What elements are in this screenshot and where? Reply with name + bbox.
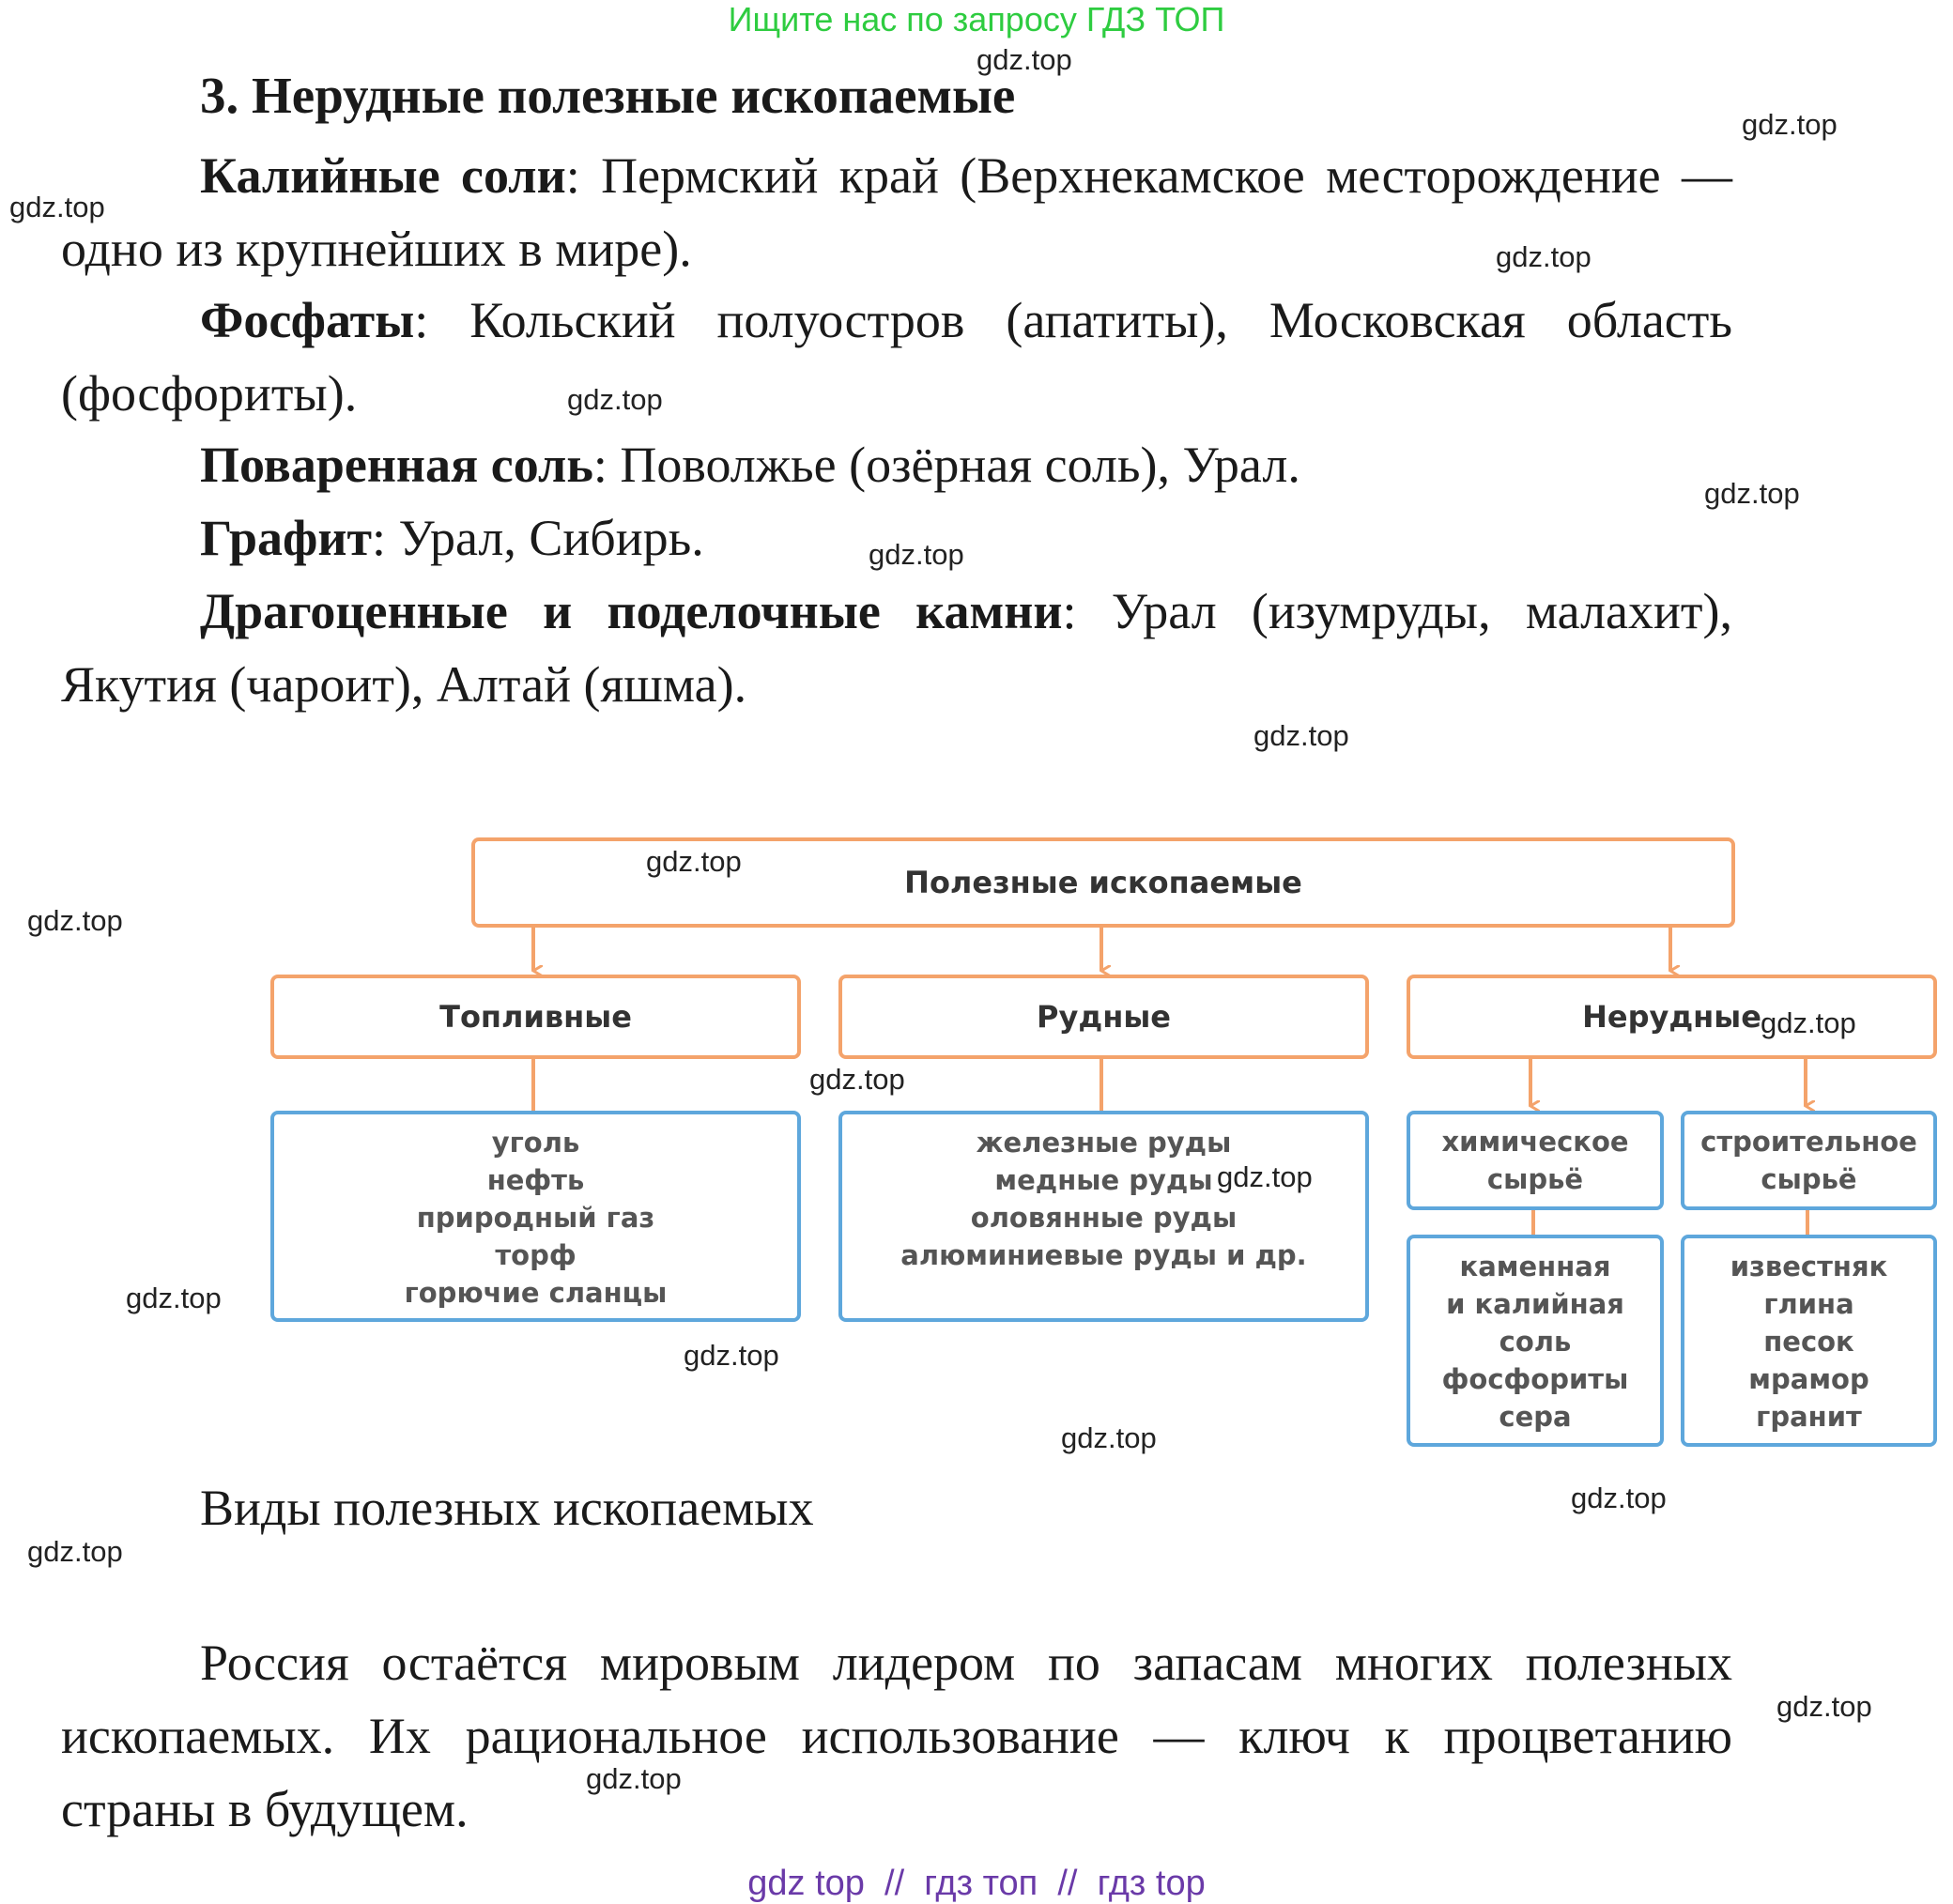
- construction-raw-box: строительное сырьё: [1681, 1111, 1937, 1210]
- paragraph-gems: Драгоценные и поделочные камни: Урал (из…: [61, 575, 1732, 721]
- construction-item: песок: [1763, 1326, 1854, 1358]
- term-salt: Поваренная соль: [200, 437, 593, 493]
- ore-item: алюминиевые руды и др.: [900, 1239, 1307, 1271]
- construction-item: известняк: [1730, 1251, 1888, 1282]
- watermark: gdz.top: [586, 1762, 682, 1795]
- ore-item: оловянные руды: [970, 1202, 1238, 1234]
- watermark: gdz.top: [567, 383, 663, 416]
- conclusion-paragraph: Россия остаётся мировым лидером по запас…: [61, 1626, 1732, 1846]
- category-ore-box: Рудные: [838, 975, 1369, 1059]
- top-banner[interactable]: Ищите нас по запросу ГДЗ ТОП: [728, 0, 1225, 38]
- paragraph-salt: Поваренная соль: Поволжье (озёрная соль)…: [61, 428, 1732, 501]
- watermark: gdz.top: [1742, 108, 1838, 141]
- category-nonmetal-box: Нерудные: [1407, 975, 1937, 1059]
- fuel-item: природный газ: [416, 1202, 655, 1234]
- chemical-items-box: каменная и калийная соль фосфориты сера: [1407, 1235, 1664, 1447]
- watermark: gdz.top: [1217, 1160, 1313, 1193]
- category-nonmetal-label: Нерудные: [1582, 999, 1761, 1035]
- fuel-item: нефть: [486, 1164, 585, 1196]
- paragraph-potash: Калийные соли: Пермский край (Верхнекамс…: [61, 139, 1732, 285]
- chemical-item: фосфориты: [1441, 1363, 1629, 1395]
- chemical-item: и калийная соль: [1446, 1288, 1624, 1358]
- watermark: gdz.top: [27, 904, 123, 937]
- chemical-raw-label: химическое сырьё: [1441, 1126, 1629, 1195]
- watermark: gdz.top: [27, 1535, 123, 1568]
- construction-item: гранит: [1756, 1401, 1862, 1433]
- ore-item: медные руды: [994, 1164, 1213, 1196]
- diagram-caption: Виды полезных ископаемых: [200, 1480, 814, 1536]
- construction-raw-label: строительное сырьё: [1700, 1126, 1917, 1195]
- watermark: gdz.top: [809, 1063, 905, 1096]
- watermark: gdz.top: [646, 845, 742, 878]
- watermark: gdz.top: [1776, 1690, 1872, 1723]
- term-phosphates: Фосфаты: [200, 292, 415, 348]
- fuel-items-box: уголь нефть природный газ торф горючие с…: [270, 1111, 801, 1322]
- construction-item: глина: [1763, 1288, 1854, 1320]
- watermark: gdz.top: [1761, 1006, 1856, 1039]
- category-fuel-label: Топливные: [439, 999, 632, 1035]
- diagram-root-box: Полезные ископаемые: [471, 837, 1735, 928]
- section-heading: 3. Нерудные полезные ископаемые: [200, 67, 1016, 124]
- ore-item: железные руды: [976, 1127, 1232, 1159]
- chemical-item: сера: [1499, 1401, 1572, 1433]
- construction-items-box: известняк глина песок мрамор гранит: [1681, 1235, 1937, 1447]
- watermark: gdz.top: [684, 1339, 779, 1372]
- term-graphite: Графит: [200, 510, 372, 566]
- text-gems: : Урал (изумруды, малахит), Якутия (чаро…: [61, 583, 1733, 713]
- watermark: gdz.top: [126, 1282, 222, 1314]
- ore-items-box: железные руды медные руды оловянные руды…: [838, 1111, 1369, 1322]
- diagram-root-label: Полезные ископаемые: [904, 865, 1302, 900]
- text-salt: : Поволжье (озёрная соль), Урал.: [592, 437, 1300, 493]
- text-graphite: : Урал, Сибирь.: [372, 510, 704, 566]
- term-potash: Калийные соли: [200, 147, 566, 204]
- term-gems: Драгоценные и поделочные камни: [200, 583, 1063, 639]
- chemical-item: каменная: [1459, 1251, 1611, 1282]
- watermark: gdz.top: [1253, 719, 1349, 752]
- fuel-item: горючие сланцы: [404, 1277, 668, 1309]
- watermark: gdz.top: [1496, 240, 1592, 273]
- paragraph-graphite: Графит: Урал, Сибирь.: [61, 501, 1732, 575]
- bottom-banner[interactable]: gdz top // гдз топ // гдз top: [747, 1864, 1206, 1903]
- construction-item: мрамор: [1748, 1363, 1869, 1395]
- category-fuel-box: Топливные: [270, 975, 801, 1059]
- text-potash: : Пермский край (Верхнекамское месторожд…: [61, 147, 1732, 277]
- chemical-raw-box: химическое сырьё: [1407, 1111, 1664, 1210]
- watermark: gdz.top: [1704, 477, 1800, 510]
- fuel-item: торф: [495, 1239, 577, 1271]
- conclusion-text: Россия остаётся мировым лидером по запас…: [61, 1635, 1732, 1837]
- watermark: gdz.top: [1571, 1482, 1667, 1514]
- watermark: gdz.top: [869, 538, 964, 571]
- category-ore-label: Рудные: [1037, 999, 1171, 1035]
- watermark: gdz.top: [1061, 1421, 1157, 1454]
- text-phosphates: : Кольский полуостров (апатиты), Московс…: [61, 292, 1732, 422]
- paragraph-phosphates: Фосфаты: Кольский полуостров (апатиты), …: [61, 284, 1732, 430]
- watermark: gdz.top: [976, 43, 1072, 76]
- watermark: gdz.top: [9, 191, 105, 223]
- fuel-item: уголь: [491, 1127, 580, 1159]
